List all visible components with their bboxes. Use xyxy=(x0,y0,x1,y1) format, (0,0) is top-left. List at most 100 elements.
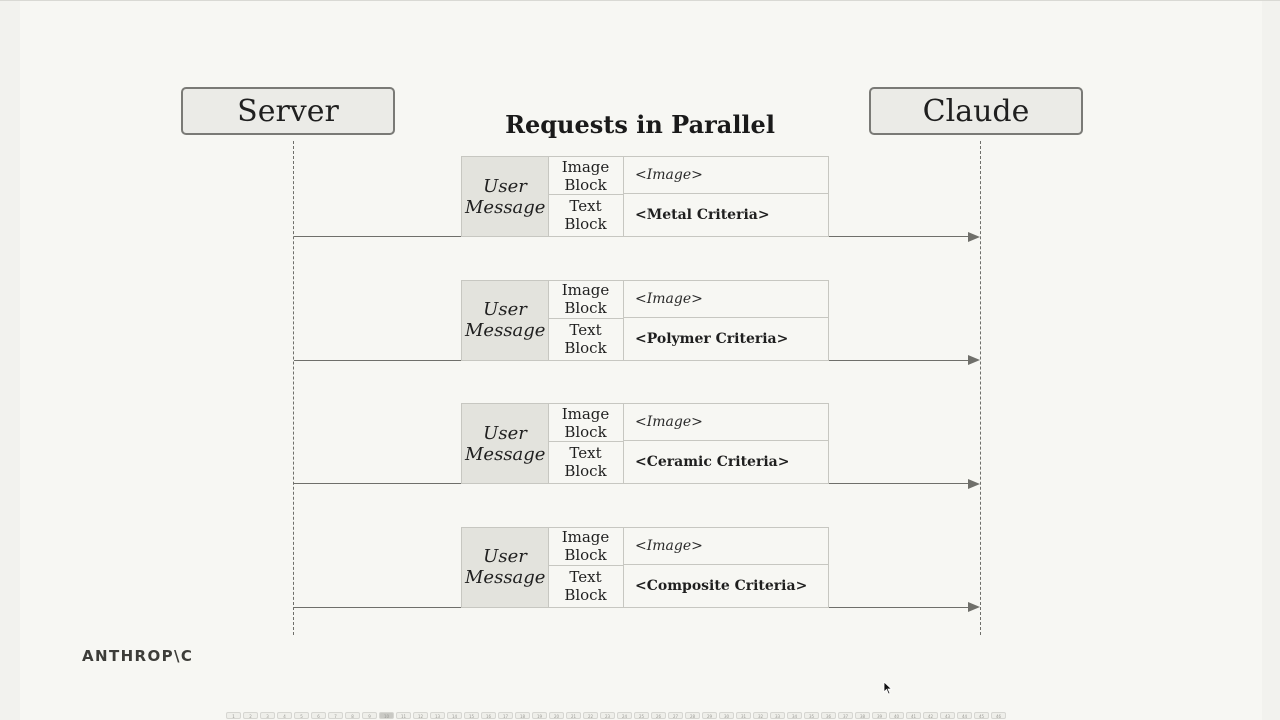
pager-slide-8[interactable]: 8 xyxy=(345,712,360,719)
pager-slide-5[interactable]: 5 xyxy=(294,712,309,719)
image-block-label-line2: Block xyxy=(564,422,607,441)
arrow-line-right xyxy=(829,236,969,237)
pager-slide-12[interactable]: 12 xyxy=(413,712,428,719)
pager-slide-39[interactable]: 39 xyxy=(872,712,887,719)
pager-slide-26[interactable]: 26 xyxy=(651,712,666,719)
pager-slide-33[interactable]: 33 xyxy=(770,712,785,719)
message-role-line2: Message xyxy=(465,443,546,465)
image-block-label-line2: Block xyxy=(564,175,607,194)
pager-slide-38[interactable]: 38 xyxy=(855,712,870,719)
pager-slide-37[interactable]: 37 xyxy=(838,712,853,719)
pager-slide-36[interactable]: 36 xyxy=(821,712,836,719)
arrow-line-left xyxy=(294,606,461,608)
claude-lifeline xyxy=(980,141,981,635)
pager-slide-19[interactable]: 19 xyxy=(532,712,547,719)
arrow-line-right xyxy=(829,483,969,484)
pager-slide-24[interactable]: 24 xyxy=(617,712,632,719)
pager-slide-34[interactable]: 34 xyxy=(787,712,802,719)
text-block-value: <Ceramic Criteria> xyxy=(635,454,790,470)
pager-slide-35[interactable]: 35 xyxy=(804,712,819,719)
actor-server: Server xyxy=(181,87,395,135)
pager-slide-9[interactable]: 9 xyxy=(362,712,377,719)
pager-slide-3[interactable]: 3 xyxy=(260,712,275,719)
image-block-label-line2: Block xyxy=(564,299,607,317)
pager-slide-22[interactable]: 22 xyxy=(583,712,598,719)
pager-slide-45[interactable]: 45 xyxy=(974,712,989,719)
pager-slide-10[interactable]: 10 xyxy=(379,712,394,719)
anthropic-logo: ANTHROP\C xyxy=(82,647,194,665)
arrow-line-left xyxy=(294,483,461,484)
pager-slide-21[interactable]: 21 xyxy=(566,712,581,719)
text-block-label-line2: Block xyxy=(564,338,607,357)
text-block-label-line1: Text xyxy=(569,320,602,339)
pager-slide-6[interactable]: 6 xyxy=(311,712,326,719)
pager-slide-4[interactable]: 4 xyxy=(277,712,292,719)
arrow-line-left xyxy=(294,359,461,361)
pager-slide-14[interactable]: 14 xyxy=(447,712,462,719)
arrow-line-right xyxy=(829,606,969,608)
pager-slide-7[interactable]: 7 xyxy=(328,712,343,719)
pager-slide-43[interactable]: 43 xyxy=(940,712,955,719)
message-role-line1: User xyxy=(483,422,527,444)
mouse-pointer-icon xyxy=(883,681,893,695)
text-block-label-line1: Text xyxy=(569,567,602,586)
message-role-line2: Message xyxy=(465,196,546,218)
slide-left-margin xyxy=(0,1,20,720)
image-block-value: <Image> xyxy=(623,404,828,441)
pager-slide-32[interactable]: 32 xyxy=(753,712,768,719)
text-block-label-line2: Block xyxy=(564,462,607,480)
image-block-label-line1: Image xyxy=(561,157,610,176)
pager-slide-46[interactable]: 46 xyxy=(991,712,1006,719)
message-role-line2: Message xyxy=(465,567,546,588)
pager-slide-1[interactable]: 1 xyxy=(226,712,241,719)
pager-slide-27[interactable]: 27 xyxy=(668,712,683,719)
pager-slide-29[interactable]: 29 xyxy=(702,712,717,719)
pager-slide-41[interactable]: 41 xyxy=(906,712,921,719)
text-block-label-line2: Block xyxy=(564,585,607,604)
pager-slide-2[interactable]: 2 xyxy=(243,712,258,719)
pager-slide-16[interactable]: 16 xyxy=(481,712,496,719)
message-role-line1: User xyxy=(483,175,527,197)
text-block-label-line1: Text xyxy=(569,197,602,215)
arrow-line-right xyxy=(829,359,969,361)
pager-slide-15[interactable]: 15 xyxy=(464,712,479,719)
pager-slide-23[interactable]: 23 xyxy=(600,712,615,719)
pager-slide-18[interactable]: 18 xyxy=(515,712,530,719)
pager-slide-44[interactable]: 44 xyxy=(957,712,972,719)
text-block-value: <Composite Criteria> xyxy=(635,577,808,594)
arrow-line-left xyxy=(294,236,461,237)
pager-slide-20[interactable]: 20 xyxy=(549,712,564,719)
image-block-label-line2: Block xyxy=(564,546,607,564)
arrow-head-icon xyxy=(968,602,980,612)
message-role-line1: User xyxy=(483,299,527,320)
pager-slide-30[interactable]: 30 xyxy=(719,712,734,719)
image-block-label-line1: Image xyxy=(561,528,610,546)
pager-slide-31[interactable]: 31 xyxy=(736,712,751,719)
image-block-label-line1: Image xyxy=(561,404,610,423)
pager-slide-28[interactable]: 28 xyxy=(685,712,700,719)
pager-slide-13[interactable]: 13 xyxy=(430,712,445,719)
pager-slide-17[interactable]: 17 xyxy=(498,712,513,719)
message-role-line2: Message xyxy=(465,320,546,341)
pager-slide-42[interactable]: 42 xyxy=(923,712,938,719)
image-block-value: <Image> xyxy=(623,528,828,565)
message-role-line1: User xyxy=(483,546,527,567)
pager-slide-40[interactable]: 40 xyxy=(889,712,904,719)
pager-slide-11[interactable]: 11 xyxy=(396,712,411,719)
pager-slide-25[interactable]: 25 xyxy=(634,712,649,719)
